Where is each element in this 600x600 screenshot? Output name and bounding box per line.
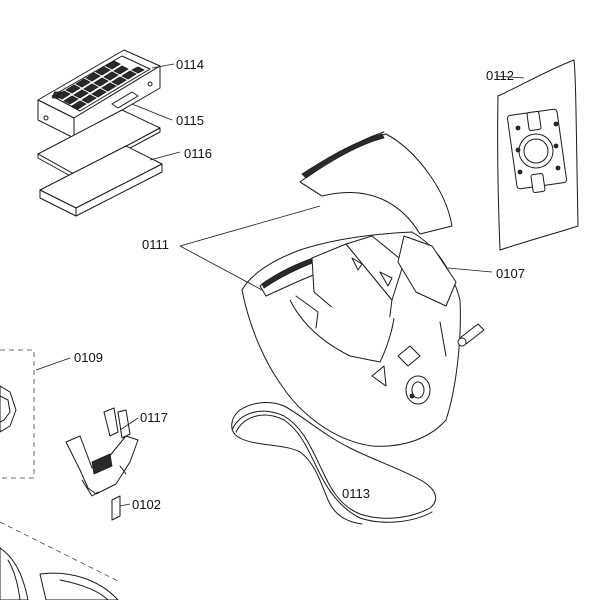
- label-0114: 0114: [176, 57, 204, 72]
- label-0113: 0113: [342, 486, 370, 501]
- part-0112-dust-bag: [497, 59, 579, 251]
- part-0116-filter-block: [39, 145, 163, 217]
- label-0111: 0111: [142, 237, 169, 252]
- label-0116: 0116: [184, 146, 212, 161]
- leader-lines: [35, 63, 525, 507]
- part-labels: 0114 0115 0116 0112 0111 0107 0109 0117 …: [74, 57, 525, 512]
- label-0117: 0117: [140, 410, 168, 425]
- label-0102: 0102: [132, 497, 161, 512]
- label-0112: 0112: [486, 68, 514, 83]
- part-0113-seal-cord: [231, 402, 437, 525]
- label-0115: 0115: [176, 113, 204, 128]
- part-0107-housing: [241, 231, 461, 447]
- part-0114-filter-cassette: [37, 49, 161, 139]
- part-0102-tab: [111, 495, 121, 521]
- label-0107: 0107: [496, 266, 525, 281]
- part-0109-group: [0, 349, 35, 479]
- label-0109: 0109: [74, 350, 103, 365]
- part-0111-cover: [299, 131, 453, 235]
- filter-grid: [55, 60, 145, 110]
- screw-part: [457, 323, 485, 347]
- part-0117-clip: [65, 407, 139, 497]
- base-part-partial: [0, 521, 121, 600]
